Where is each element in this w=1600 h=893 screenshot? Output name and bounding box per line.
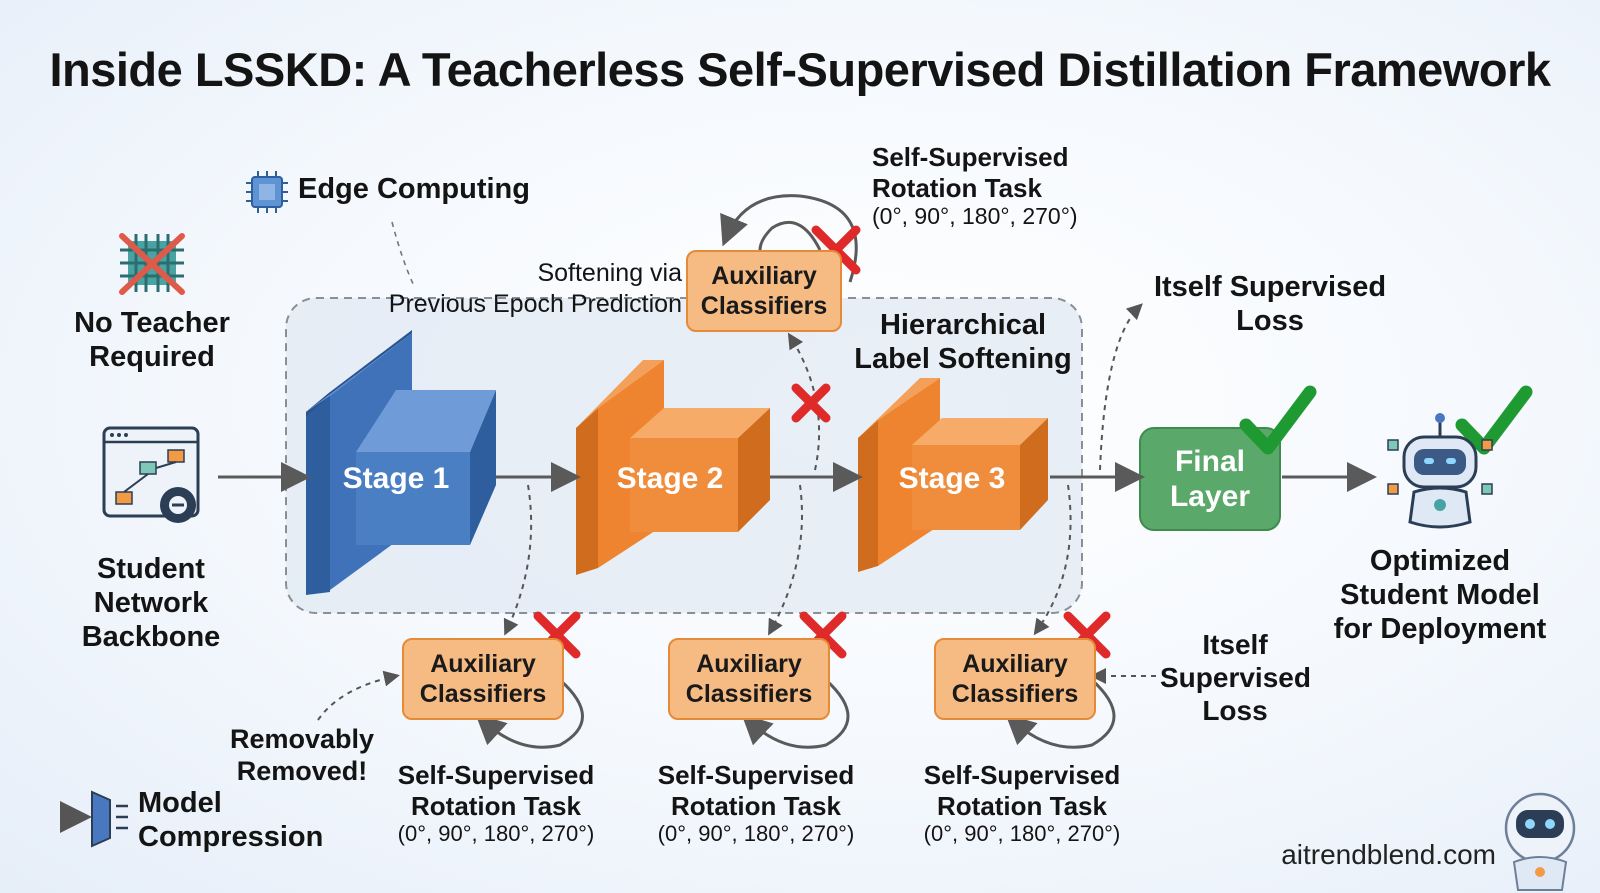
- stage-3-label: Stage 3: [898, 462, 1006, 495]
- itself-loss-right-line-3: Loss: [1202, 695, 1268, 727]
- rot2-line-3: (0°, 90°, 180°, 270°): [657, 821, 855, 847]
- no-teacher-label: No Teacher Required: [60, 306, 244, 374]
- compression-line-2: Compression: [138, 821, 324, 854]
- rot2-line-1: Self-Supervised: [657, 760, 855, 790]
- top-rotation-line-1: Self-Supervised: [872, 142, 1069, 172]
- rot3-line-2: Rotation Task: [937, 790, 1107, 821]
- hierarchical-softening-label: Hierarchical Label Softening: [848, 308, 1078, 376]
- aux-classifiers-2: Auxiliary Classifiers: [668, 638, 830, 720]
- itself-loss-right-label: Itself Supervised Loss: [1160, 628, 1311, 727]
- removed-line-1: Removably: [229, 724, 375, 754]
- compression-line-1: Model: [138, 787, 222, 819]
- bottom-rotation-1: Self-Supervised Rotation Task (0°, 90°, …: [386, 760, 606, 847]
- softening-line-1: Softening via: [537, 259, 682, 287]
- optimized-line-2: Student Model: [1340, 579, 1540, 612]
- aux1-line-2: Classifiers: [419, 680, 547, 708]
- dotted-stage2-to-aux: [768, 484, 803, 636]
- rot2-line-2: Rotation Task: [671, 790, 841, 821]
- loop-top-aux-outer: [720, 194, 858, 283]
- robot-icon: [1387, 413, 1493, 529]
- optimized-line-3: for Deployment: [1333, 613, 1547, 646]
- removed-line-2: Removed!: [236, 755, 368, 786]
- aux3-line-2: Classifiers: [951, 680, 1079, 708]
- stage-2-block: [576, 360, 770, 575]
- loop-top-aux-inner: [758, 220, 822, 251]
- top-rotation-label: Self-Supervised Rotation Task (0°, 90°, …: [872, 142, 1092, 230]
- rot1-line-1: Self-Supervised: [397, 760, 595, 790]
- student-backbone-line-3: Backbone: [81, 621, 221, 654]
- loop-aux3: [1005, 678, 1116, 749]
- final-layer-line-1: Final: [1174, 445, 1245, 478]
- aux-classifiers-3: Auxiliary Classifiers: [934, 638, 1096, 720]
- optimized-line-1: Optimized: [1369, 545, 1511, 577]
- aux-top-line-1: Auxiliary: [711, 262, 817, 290]
- rot1-line-3: (0°, 90°, 180°, 270°): [397, 821, 595, 847]
- check-icon-model: [1455, 385, 1533, 455]
- aux2-line-2: Classifiers: [685, 680, 813, 708]
- aux-top-line-2: Classifiers: [700, 292, 828, 320]
- dotted-to-itself-loss-top: [1099, 303, 1143, 471]
- optimized-model-label: Optimized Student Model for Deployment: [1326, 544, 1554, 647]
- student-backbone-label: Student Network Backbone: [66, 552, 236, 655]
- cross-icon-middle: [791, 383, 831, 423]
- student-backbone-line-1: Student: [97, 553, 205, 585]
- itself-loss-right-line-1: Itself: [1202, 629, 1268, 660]
- itself-loss-right-line-2: Supervised: [1160, 662, 1311, 694]
- loop-aux1: [475, 678, 584, 749]
- final-layer-label: Final Layer: [1140, 444, 1280, 515]
- stage-1-block: [306, 330, 496, 595]
- stage-2-label: Stage 2: [616, 462, 724, 495]
- final-layer-line-2: Layer: [1169, 480, 1251, 514]
- stage-3-block: [858, 378, 1048, 572]
- dotted-stage2-to-top-aux: [787, 332, 821, 471]
- rot3-line-3: (0°, 90°, 180°, 270°): [923, 821, 1121, 847]
- edge-computing-chip-icon: [246, 171, 288, 213]
- aux1-line-1: Auxiliary: [430, 650, 536, 678]
- aux-classifiers-top: Auxiliary Classifiers: [686, 250, 842, 332]
- loop-aux2: [741, 678, 850, 749]
- model-compression-label: Model Compression: [138, 786, 324, 854]
- no-teacher-line-2: Required: [89, 341, 215, 374]
- bottom-rotation-2: Self-Supervised Rotation Task (0°, 90°, …: [646, 760, 866, 847]
- dotted-stage1-to-aux: [503, 484, 533, 636]
- page-title: Inside LSSKD: A Teacherless Self-Supervi…: [49, 43, 1551, 96]
- itself-loss-top-line-1: Itself Supervised: [1153, 271, 1387, 303]
- rot3-line-1: Self-Supervised: [923, 760, 1121, 790]
- bottom-rotation-3: Self-Supervised Rotation Task (0°, 90°, …: [912, 760, 1132, 847]
- rot1-line-2: Rotation Task: [411, 790, 581, 821]
- stage-1-label: Stage 1: [342, 462, 450, 495]
- no-teacher-line-1: No Teacher: [74, 307, 230, 339]
- student-backbone-line-2: Network: [93, 587, 209, 620]
- hier-line-2: Label Softening: [854, 343, 1072, 376]
- dotted-edge-to-region: [391, 221, 415, 287]
- model-compression-icon: [60, 790, 128, 848]
- hier-line-1: Hierarchical: [879, 309, 1047, 341]
- dotted-removed-to-aux1: [317, 670, 400, 721]
- aux3-line-1: Auxiliary: [962, 650, 1068, 678]
- top-rotation-line-2: Rotation Task: [872, 172, 1042, 203]
- website-label[interactable]: aitrendblend.com: [1281, 839, 1496, 870]
- softening-note: Softening via Previous Epoch Prediction: [370, 258, 682, 321]
- aux-classifiers-1: Auxiliary Classifiers: [402, 638, 564, 720]
- edge-computing-label: Edge Computing: [298, 173, 530, 205]
- itself-loss-top-label: Itself Supervised Loss: [1150, 270, 1390, 338]
- no-teacher-chip-icon: [119, 233, 185, 295]
- check-icon-final: [1239, 385, 1317, 455]
- itself-loss-top-line-2: Loss: [1236, 305, 1304, 338]
- network-gear-icon: [102, 426, 200, 523]
- top-rotation-line-3: (0°, 90°, 180°, 270°): [872, 203, 1078, 230]
- removably-removed-label: Removably Removed!: [222, 724, 382, 788]
- mascot-robot-icon: [1504, 792, 1576, 891]
- aux2-line-1: Auxiliary: [696, 650, 802, 678]
- softening-line-2: Previous Epoch Prediction: [388, 290, 682, 319]
